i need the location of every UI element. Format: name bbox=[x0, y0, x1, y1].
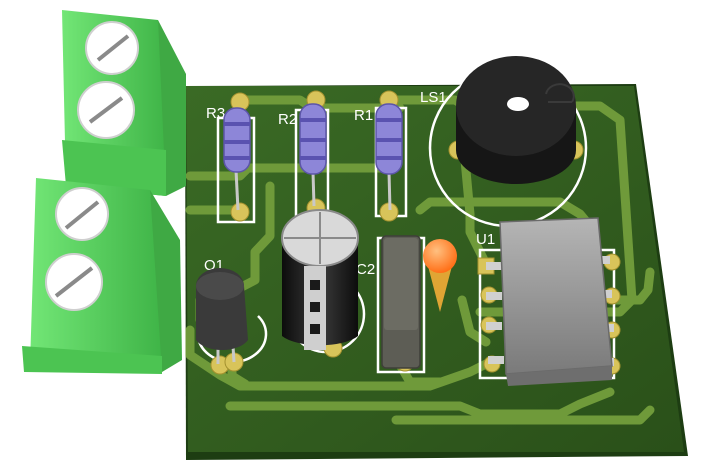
label-r3: R3 bbox=[206, 105, 225, 122]
label-ls1: LS1 bbox=[420, 89, 447, 106]
capacitor-c1 bbox=[281, 209, 359, 350]
label-r1: R1 bbox=[354, 107, 373, 124]
label-p2: P2 bbox=[30, 385, 50, 402]
resistor-r3 bbox=[223, 107, 251, 211]
chip-u1 bbox=[486, 217, 614, 386]
transistor-q1 bbox=[196, 268, 248, 364]
led bbox=[423, 239, 457, 312]
capacitor-c2 bbox=[381, 235, 421, 369]
label-sensor: Nem Sensoru bbox=[74, 385, 172, 402]
label-u1: U1 bbox=[476, 231, 495, 248]
resistor-r2 bbox=[299, 103, 327, 207]
terminal-block-p1 bbox=[62, 10, 186, 196]
buzzer-ls1 bbox=[456, 56, 576, 184]
resistor-r1 bbox=[375, 103, 403, 211]
terminal-block-p2 bbox=[22, 178, 182, 374]
label-c2: C2 bbox=[356, 261, 375, 278]
label-r2: R2 bbox=[278, 111, 297, 128]
